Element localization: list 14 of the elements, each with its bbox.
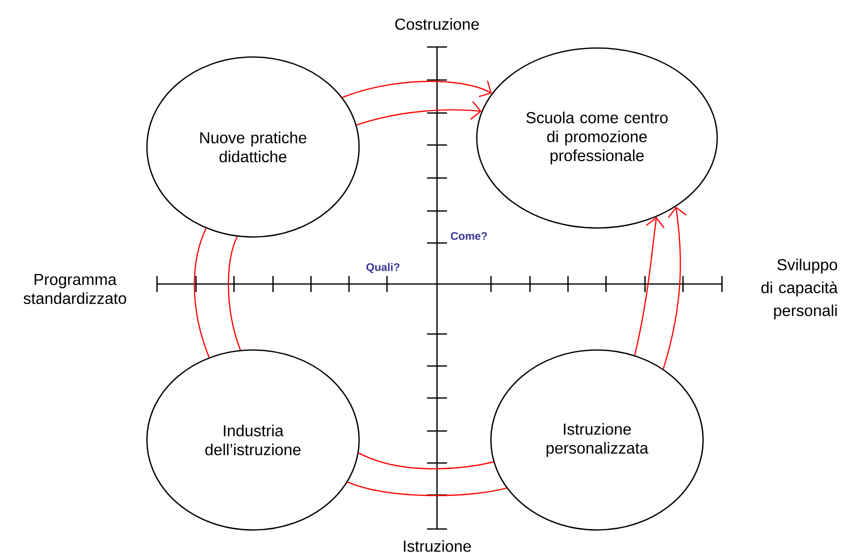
flow-arrow — [356, 100, 482, 126]
ellipse-node: Industria dell’istruzione — [146, 349, 360, 531]
axis-label: Programma standardizzato — [24, 274, 126, 304]
flow-arrow — [634, 216, 665, 356]
axis-label: Costruzione — [395, 18, 479, 30]
ellipse-node: Nuove pratiche didattiche — [146, 56, 360, 238]
flow-arrow — [342, 80, 492, 98]
axis-label: Istruzione — [404, 540, 471, 552]
question-label: Quali? — [366, 262, 400, 274]
flow-arrow — [662, 206, 687, 370]
question-label: Come? — [450, 232, 487, 240]
axis-label: Sviluppo di capacità personali — [761, 258, 838, 320]
ellipse-node: Scuola come centro di promozione professionale — [476, 47, 718, 229]
ellipse-node: Istruzione personalizzata — [490, 349, 704, 531]
